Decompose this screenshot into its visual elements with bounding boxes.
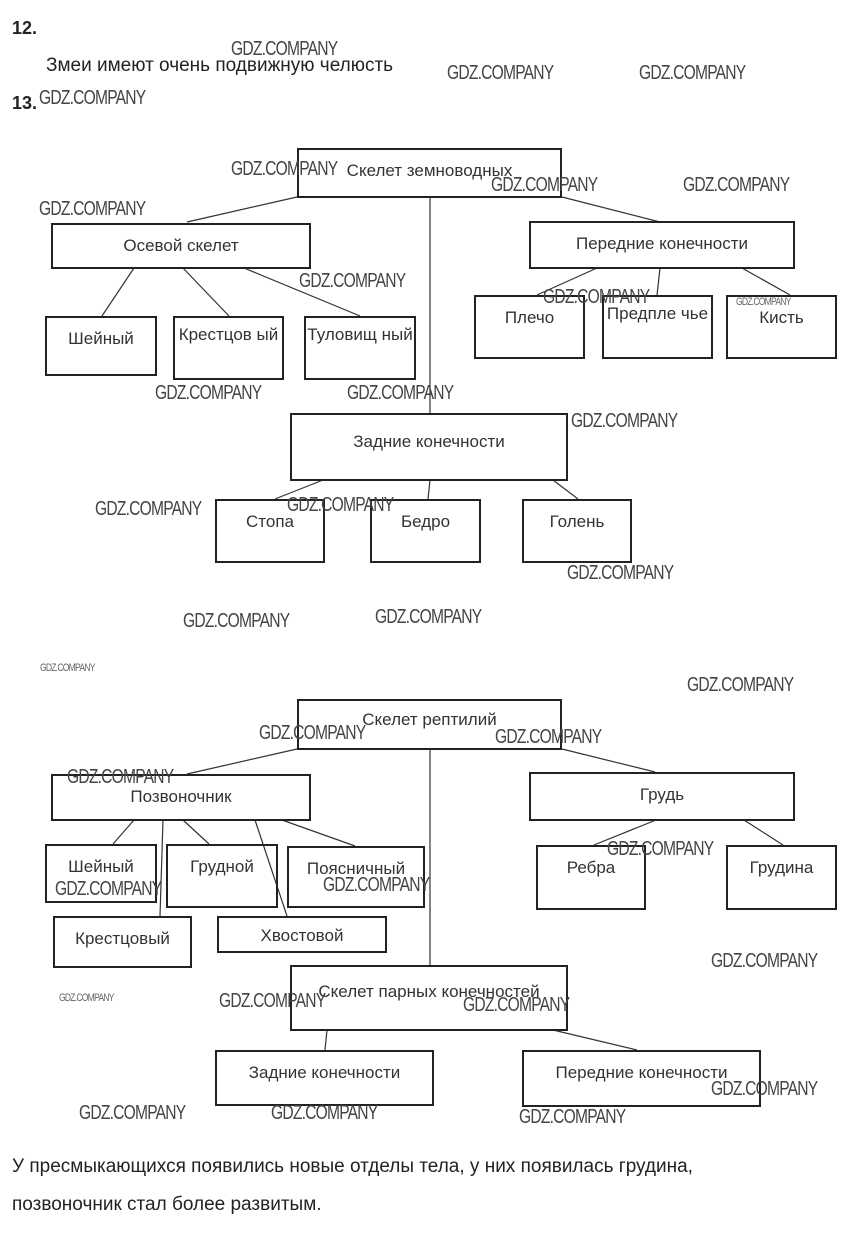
node-cervical: Шейный: [45, 316, 157, 376]
task-12-answer: Змеи имеют очень подвижную челюсть: [46, 55, 394, 76]
node-axial-skeleton: Осевой скелет: [51, 223, 311, 269]
task-13-number: 13.: [12, 93, 38, 113]
node-forearm: Предпле чье: [602, 295, 713, 359]
node-sacral-r: Крестцовый: [53, 916, 192, 968]
node-forelimbs: Передние конечности: [529, 221, 795, 269]
node-forelimbs-r: Передние конечности: [522, 1050, 761, 1107]
node-sacral: Крестцов ый: [173, 316, 284, 380]
node-cervical-r: Шейный: [45, 844, 157, 903]
node-lumbar: Поясничный: [287, 846, 425, 908]
node-chest: Грудь: [529, 772, 795, 821]
node-sternum: Грудина: [726, 845, 837, 910]
task-12-number: 12.: [12, 18, 38, 38]
node-amphibian-skeleton: Скелет земноводных: [297, 148, 562, 198]
node-paired-limbs: Скелет парных конечностей: [290, 965, 568, 1031]
node-reptile-skeleton: Скелет рептилий: [297, 699, 562, 750]
node-hindlimbs: Задние конечности: [290, 413, 568, 481]
node-shoulder: Плечо: [474, 295, 585, 359]
conclusion-line-1: У пресмыкающихся появились новые отделы …: [12, 1156, 693, 1177]
conclusion-line-2: позвоночник стал более развитым.: [12, 1194, 322, 1215]
node-spine: Позвоночник: [51, 774, 311, 821]
node-thoracic: Грудной: [166, 844, 278, 908]
node-thigh: Бедро: [370, 499, 481, 563]
node-ribs: Ребра: [536, 845, 646, 910]
node-caudal: Хвостовой: [217, 916, 387, 953]
node-hindlimbs-r: Задние конечности: [215, 1050, 434, 1106]
node-shin: Голень: [522, 499, 632, 563]
node-hand: Кисть: [726, 295, 837, 359]
node-foot: Стопа: [215, 499, 325, 563]
node-trunk: Туловищ ный: [304, 316, 416, 380]
